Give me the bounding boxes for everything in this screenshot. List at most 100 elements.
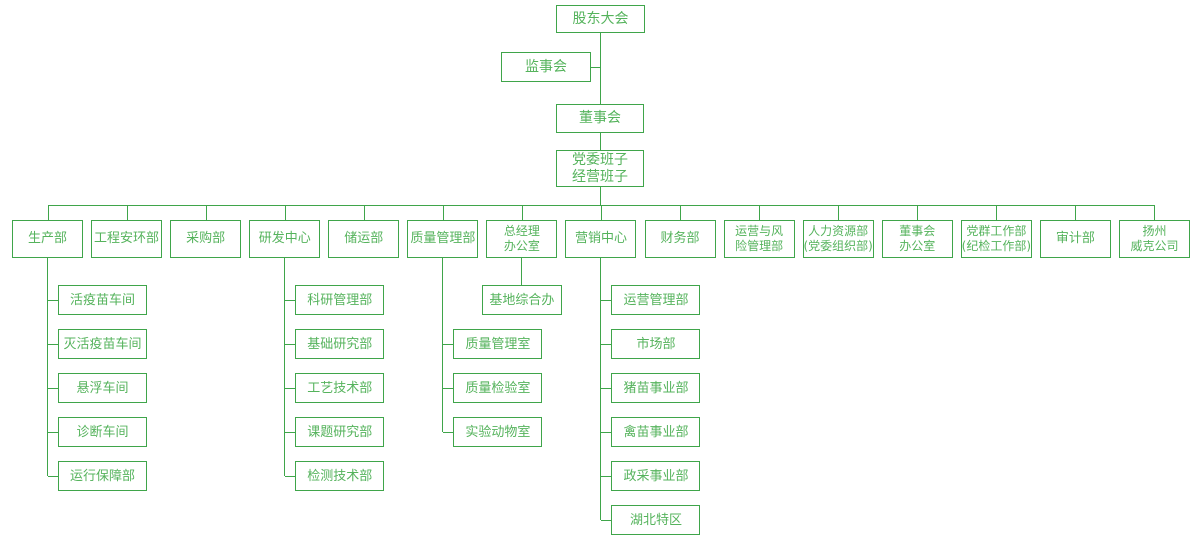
node-label: 营销中心	[574, 231, 627, 246]
node-label: 采购部	[186, 231, 226, 246]
node-board-of-directors: 董事会	[556, 104, 644, 133]
dept-node: 党群工作部(纪检工作部)	[960, 220, 1032, 258]
node-label: 质量管理室	[465, 336, 531, 352]
connector-supervisory	[591, 67, 600, 68]
connector-branch	[600, 388, 612, 389]
sub-dept-node: 检测技术部	[295, 461, 385, 491]
sub-dept-node: 课题研究部	[295, 417, 385, 447]
connector-branch	[47, 388, 58, 389]
connector-branch	[47, 476, 58, 477]
node-label: 政采事业部	[623, 468, 689, 484]
connector-drop	[600, 205, 602, 220]
node-label: 运营与风	[735, 224, 784, 238]
node-label: (党委组织部)	[803, 239, 873, 253]
node-label: 威克公司	[1130, 239, 1179, 253]
connector-stem	[521, 258, 523, 285]
connector-stem	[47, 258, 48, 476]
node-label: 生产部	[27, 231, 67, 246]
connector-drop	[996, 205, 998, 220]
node-label: 基础研究部	[307, 336, 373, 352]
dept-node: 研发中心	[249, 220, 321, 258]
node-label: 研发中心	[258, 231, 311, 246]
node-label: 市场部	[636, 336, 676, 352]
connector-shareholders-board	[600, 33, 601, 104]
node-label: 悬浮车间	[76, 380, 129, 396]
node-label: 运行保障部	[69, 468, 135, 484]
connector-branch	[600, 344, 612, 345]
connector-drop	[363, 205, 365, 220]
connector-drop	[1154, 205, 1156, 220]
sub-dept-node: 市场部	[611, 329, 701, 359]
sub-dept-node: 政采事业部	[611, 461, 701, 491]
dept-node: 采购部	[170, 220, 242, 258]
dept-node: 储运部	[328, 220, 400, 258]
connector-stem	[600, 258, 602, 520]
sub-dept-node: 猪苗事业部	[611, 373, 701, 403]
connector-branch	[284, 300, 296, 301]
connector-drop	[47, 205, 49, 220]
node-label: 实验动物室	[465, 424, 531, 440]
node-label: 党委班子	[572, 151, 628, 168]
node-label: 活疫苗车间	[69, 292, 135, 308]
node-label: 质量检验室	[465, 380, 531, 396]
node-label: 险管理部	[735, 239, 784, 253]
node-label: 禽苗事业部	[623, 424, 689, 440]
connector-branch	[442, 432, 454, 433]
sub-dept-node: 悬浮车间	[58, 373, 147, 403]
node-label: 科研管理部	[307, 292, 373, 308]
dept-node: 财务部	[644, 220, 716, 258]
node-label: 办公室	[899, 239, 936, 253]
connector-committee-bus	[600, 187, 601, 205]
dept-node: 扬州威克公司	[1118, 220, 1190, 258]
node-label: 审计部	[1055, 231, 1095, 246]
sub-dept-node: 质量管理室	[453, 329, 543, 359]
dept-node: 工程安环部	[91, 220, 163, 258]
node-label: 股东大会	[572, 10, 629, 27]
connector-branch	[442, 388, 454, 389]
connector-branch	[47, 344, 58, 345]
sub-dept-node: 诊断车间	[58, 417, 147, 447]
sub-dept-node: 实验动物室	[453, 417, 543, 447]
connector-branch	[284, 476, 296, 477]
node-supervisory-board: 监事会	[501, 52, 591, 82]
node-label: 人力资源部	[808, 224, 869, 238]
connector-drop	[838, 205, 840, 220]
node-label: (纪检工作部)	[961, 239, 1032, 253]
node-label: 检测技术部	[307, 468, 373, 484]
sub-dept-node: 质量检验室	[453, 373, 543, 403]
connector-drop	[126, 205, 128, 220]
node-label: 监事会	[525, 58, 567, 75]
sub-dept-node: 禽苗事业部	[611, 417, 701, 447]
connector-drop	[917, 205, 919, 220]
connector-drop	[284, 205, 286, 220]
sub-dept-node: 基础研究部	[295, 329, 385, 359]
node-shareholders-meeting: 股东大会	[556, 5, 645, 33]
dept-node: 审计部	[1039, 220, 1111, 258]
node-label: 诊断车间	[76, 424, 129, 440]
connector-board-committee	[600, 133, 601, 150]
node-label: 课题研究部	[307, 424, 373, 440]
node-label: 总经理	[503, 224, 540, 238]
sub-dept-node: 科研管理部	[295, 285, 385, 315]
node-label: 党群工作部	[966, 224, 1027, 238]
dept-node: 总经理办公室	[486, 220, 558, 258]
connector-branch	[284, 388, 296, 389]
node-label: 运营管理部	[623, 292, 689, 308]
dept-node: 质量管理部	[407, 220, 479, 258]
sub-dept-node: 运行保障部	[58, 461, 147, 491]
node-label: 工程安环部	[94, 231, 160, 246]
connector-stem	[284, 258, 286, 476]
node-label: 灭活疫苗车间	[63, 336, 142, 352]
connector-branch	[600, 432, 612, 433]
connector-drop	[205, 205, 207, 220]
connector-drop	[680, 205, 682, 220]
sub-dept-node: 运营管理部	[611, 285, 701, 315]
node-label: 办公室	[503, 239, 540, 253]
node-label: 董事会	[899, 224, 936, 238]
dept-node: 董事会办公室	[881, 220, 953, 258]
dept-node: 生产部	[12, 220, 83, 258]
connector-drop	[759, 205, 761, 220]
dept-node: 营销中心	[565, 220, 637, 258]
node-label: 储运部	[344, 231, 384, 246]
